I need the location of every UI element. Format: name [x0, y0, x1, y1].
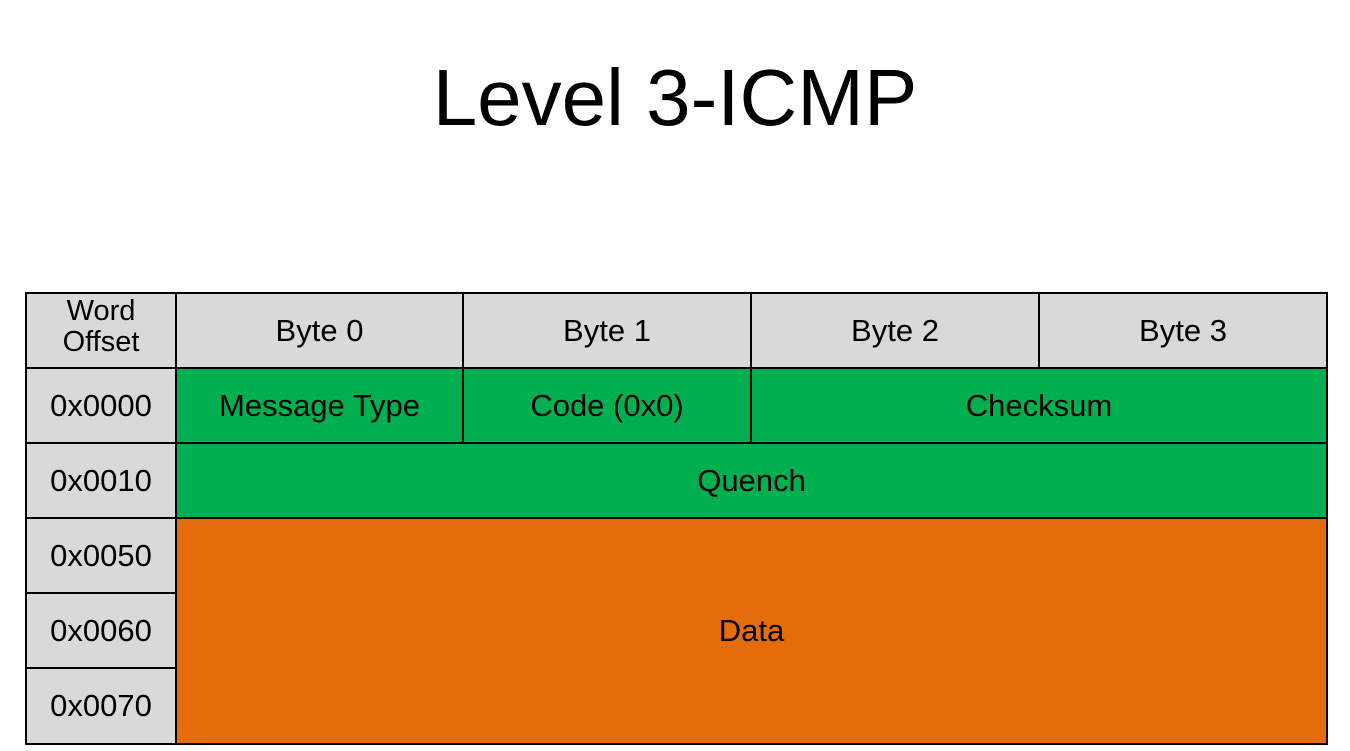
- offset-0x0060: 0x0060: [25, 592, 177, 669]
- byte-2-header: Byte 2: [750, 292, 1040, 369]
- byte-1-header: Byte 1: [462, 292, 752, 369]
- word-offset-header: Word Offset: [25, 292, 177, 369]
- data-field: Data: [175, 517, 1328, 745]
- byte-3-header: Byte 3: [1038, 292, 1328, 369]
- checksum-field: Checksum: [750, 367, 1328, 444]
- quench-field: Quench: [175, 442, 1328, 519]
- byte-0-header: Byte 0: [175, 292, 464, 369]
- offset-0x0010: 0x0010: [25, 442, 177, 519]
- offset-0x0070: 0x0070: [25, 667, 177, 745]
- page-title: Level 3-ICMP: [432, 53, 918, 142]
- offset-0x0000: 0x0000: [25, 367, 177, 444]
- word-offset-label-line1: Word: [66, 295, 136, 327]
- offset-0x0050: 0x0050: [25, 517, 177, 594]
- code-field: Code (0x0): [462, 367, 752, 444]
- word-offset-label-line2: Offset: [62, 326, 140, 358]
- message-type-field: Message Type: [175, 367, 464, 444]
